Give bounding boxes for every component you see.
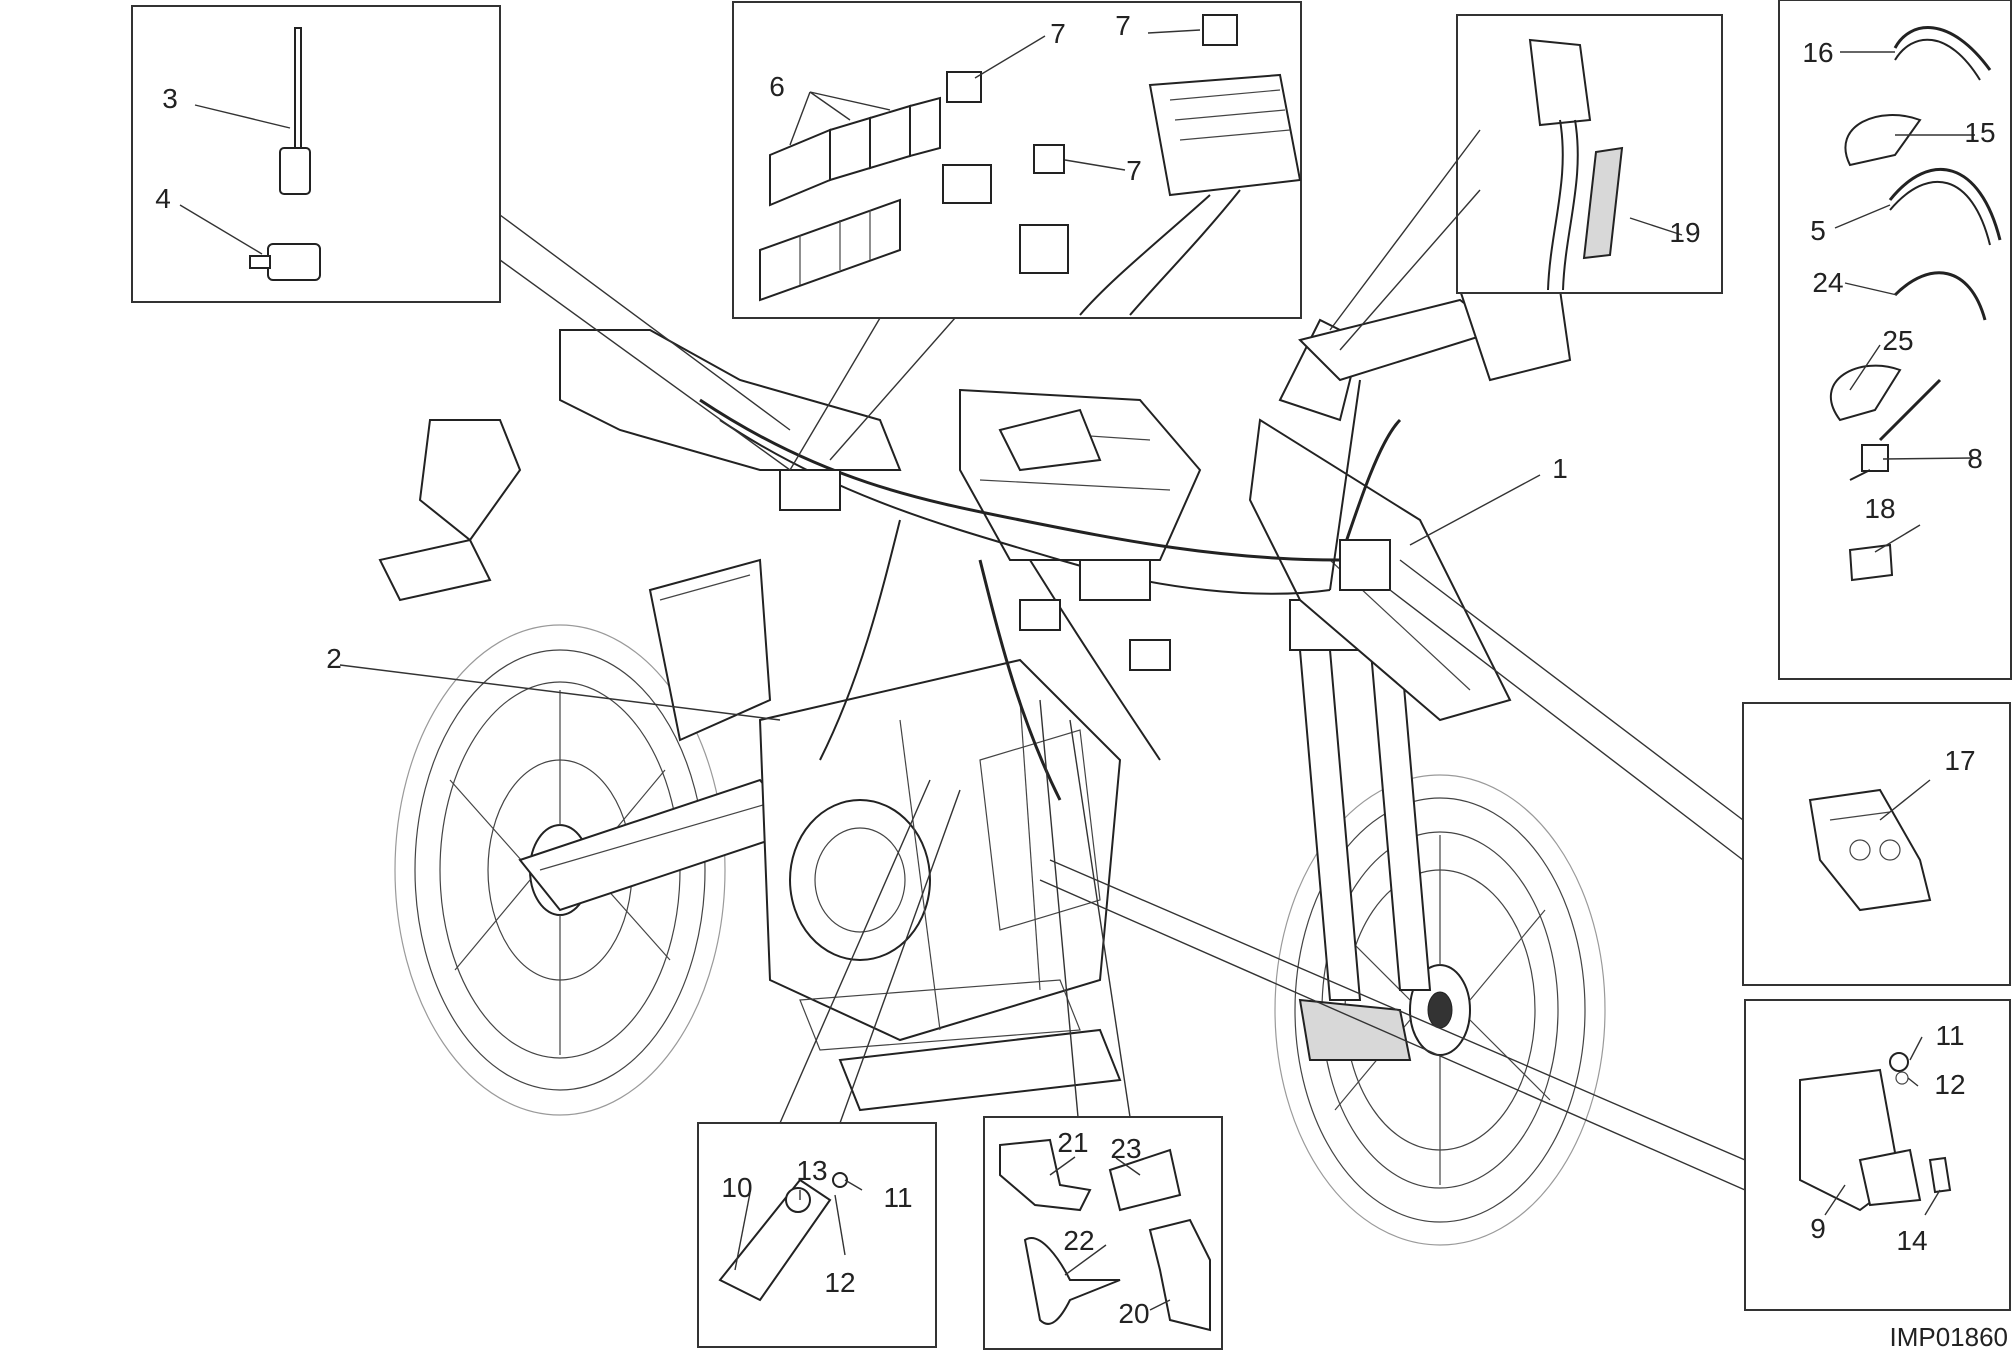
small-bracket-icon	[718, 1172, 848, 1302]
plate-icon-22	[1023, 1237, 1121, 1325]
part-number-15: 15	[1964, 117, 1995, 148]
part-number-14: 14	[1896, 1225, 1927, 1256]
plate-icon-20	[1148, 1218, 1211, 1332]
detail-box-bracket-small	[697, 1122, 937, 1348]
front-fairing	[1248, 318, 1512, 722]
relay-block-icon	[759, 96, 941, 302]
cable-tie-icon-5	[1888, 167, 2002, 246]
part-number-7-middle: 7	[1126, 155, 1142, 186]
part-number-22: 22	[1063, 1225, 1094, 1256]
fuse-box-icon	[1079, 14, 1302, 316]
part-number-21: 21	[1057, 1127, 1088, 1158]
tank-and-seat	[559, 329, 1202, 561]
box-connector-lines	[499, 129, 1746, 1191]
front-fork	[1289, 599, 1432, 1061]
part-number-18: 18	[1864, 493, 1895, 524]
clip-icon-18	[1848, 543, 1894, 582]
cable-holder-icon	[1808, 788, 1932, 912]
part-number-11-bracket-box: 11	[1935, 1020, 1964, 1051]
part-number-25: 25	[1882, 325, 1913, 356]
part-number-12-bracket-box: 12	[1934, 1069, 1965, 1100]
engine-block	[758, 658, 1122, 1051]
plate-icon-21	[999, 1138, 1092, 1212]
bracket-assembly-icon	[1799, 1052, 1952, 1212]
part-number-7-top-right: 7	[1115, 10, 1131, 41]
sensor-connector-icon	[249, 243, 321, 281]
part-number-leaders	[179, 29, 1975, 1311]
fuse-icon-small	[1019, 144, 1069, 274]
detail-box-cable-ties	[1778, 0, 2012, 680]
part-number-9: 9	[1810, 1213, 1826, 1244]
exhaust	[648, 558, 1122, 1112]
part-number-1: 1	[1552, 453, 1568, 484]
part-number-3: 3	[162, 83, 178, 114]
zip-tie-icon-8	[1849, 378, 1942, 481]
cable-tie-icon-16	[1893, 26, 1992, 81]
sensor-probe-icon	[279, 27, 311, 195]
part-number-5: 5	[1810, 215, 1826, 246]
part-number-12-small-box: 12	[824, 1267, 855, 1298]
part-number-11-small-box: 11	[883, 1182, 912, 1213]
part-number-8: 8	[1967, 443, 1983, 474]
motorcycle-illustration	[378, 289, 1606, 1246]
protective-sleeve-icon	[1582, 146, 1624, 260]
swingarm	[518, 778, 802, 912]
front-wheel	[1274, 774, 1606, 1246]
callout-boxes	[131, 0, 2012, 1350]
part-number-labels: 1 2 3 4 5 6 7 7 7 8 9 10 11 11 12 12 13 …	[155, 10, 1995, 1329]
part-number-24: 24	[1812, 267, 1843, 298]
cable-tie-icon-24	[1893, 271, 1987, 321]
cable-clamp-icon-25	[1829, 364, 1902, 422]
tail-section	[378, 419, 522, 602]
connector-plug-icon	[1528, 38, 1592, 291]
part-number-17: 17	[1944, 745, 1975, 776]
handlebar	[998, 289, 1572, 472]
main-wiring-harness	[699, 379, 1402, 801]
part-number-4: 4	[155, 183, 171, 214]
part-number-2: 2	[326, 643, 342, 674]
plate-icon-23	[1108, 1148, 1182, 1212]
part-number-19: 19	[1669, 217, 1700, 248]
part-number-7-top-left: 7	[1050, 18, 1066, 49]
part-number-13: 13	[796, 1155, 827, 1186]
part-number-23: 23	[1110, 1133, 1141, 1164]
part-number-20: 20	[1118, 1298, 1149, 1329]
cable-clamp-icon-15	[1844, 114, 1922, 167]
drawing-code: IMP01860	[1889, 1322, 2008, 1352]
part-number-6: 6	[769, 71, 785, 102]
part-number-10: 10	[721, 1172, 752, 1203]
part-number-16: 16	[1802, 37, 1833, 68]
